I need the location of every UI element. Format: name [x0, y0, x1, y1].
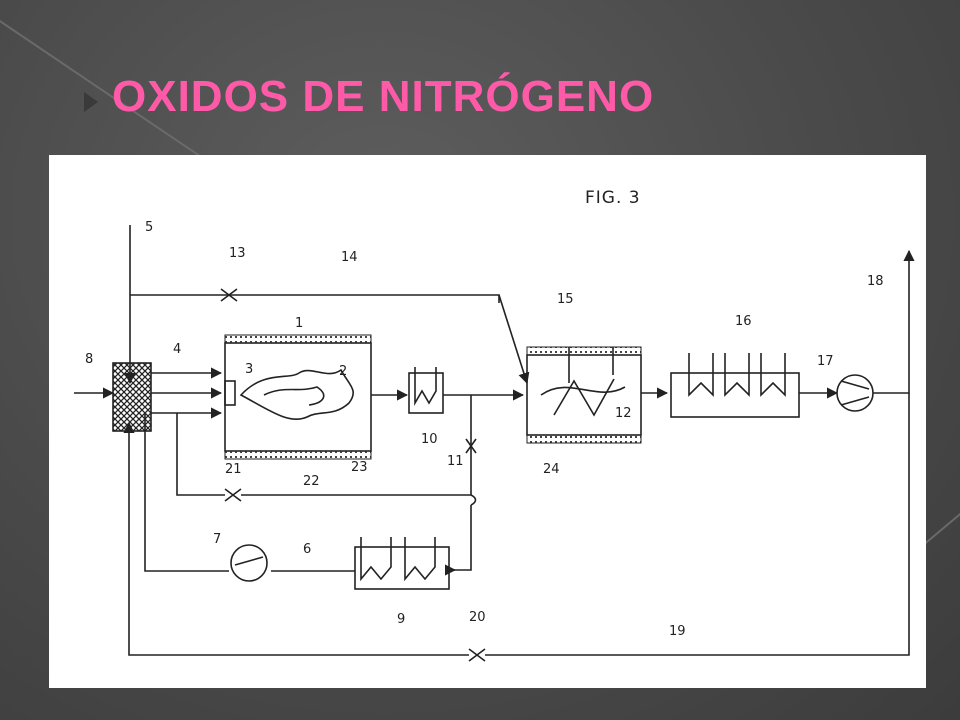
label-19: 19	[669, 624, 686, 639]
label-9: 9	[397, 612, 405, 627]
label-16: 16	[735, 314, 752, 329]
label-5: 5	[145, 220, 153, 235]
bullet-arrow-icon	[84, 92, 98, 112]
label-11: 11	[447, 454, 464, 469]
label-10: 10	[421, 432, 438, 447]
label-13: 13	[229, 246, 246, 261]
label-20: 20	[469, 610, 486, 625]
label-7: 7	[213, 532, 221, 547]
label-15: 15	[557, 292, 574, 307]
figure-panel: FIG. 3 5 13 14 18 15 16 17 8 4 1 3 2 12 …	[49, 155, 926, 688]
label-23: 23	[351, 460, 368, 475]
label-1: 1	[295, 316, 303, 331]
label-6: 6	[303, 542, 311, 557]
label-4: 4	[173, 342, 181, 357]
label-21: 21	[225, 462, 242, 477]
figure-caption: FIG. 3	[585, 188, 641, 208]
process-diagram: FIG. 3 5 13 14 18 15 16 17 8 4 1 3 2 12 …	[74, 188, 915, 662]
label-8: 8	[85, 352, 93, 367]
label-2: 2	[339, 364, 347, 379]
label-17: 17	[817, 354, 834, 369]
label-24: 24	[543, 462, 560, 477]
label-18: 18	[867, 274, 884, 289]
label-3: 3	[245, 362, 253, 377]
label-22: 22	[303, 474, 320, 489]
label-14: 14	[341, 250, 358, 265]
label-12: 12	[615, 406, 632, 421]
slide-title: OXIDOS DE NITRÓGENO	[112, 72, 655, 121]
